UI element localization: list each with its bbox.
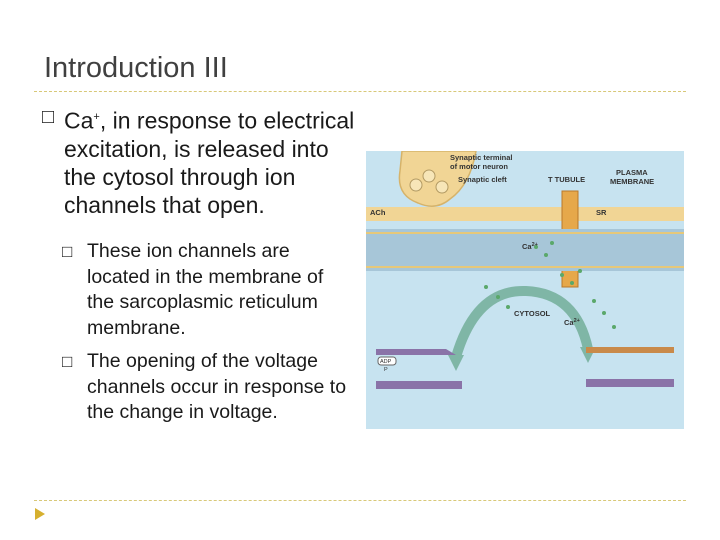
myosin-strand <box>376 349 456 355</box>
label-ca-bottom: Ca2+ <box>564 318 580 327</box>
top-divider <box>34 91 686 92</box>
bottom-divider <box>34 500 686 501</box>
sub-bullet: □ The opening of the voltage channels oc… <box>62 349 352 426</box>
calcium-arrow <box>451 285 593 359</box>
adp-badge <box>377 356 397 366</box>
main-bullet-rest: , in response to electrical excitation, … <box>64 107 355 218</box>
label-plasma: PLASMA <box>616 168 648 177</box>
sub-bullet-text: The opening of the voltage channels occu… <box>87 350 347 423</box>
next-slide-arrow-icon[interactable] <box>34 507 46 526</box>
plasma-membrane-band <box>366 207 684 221</box>
label-sr: SR <box>596 208 607 217</box>
label-ca-top: Ca2+ <box>522 242 538 251</box>
myosin-strand <box>376 381 462 389</box>
muscle-excitation-diagram: Synaptic terminal of motor neuron Synapt… <box>366 151 684 429</box>
slide-title: Introduction III <box>44 52 228 84</box>
label-membrane: MEMBRANE <box>610 177 654 186</box>
calcium-charge: + <box>93 111 100 123</box>
label-synaptic-terminal: Synaptic terminal <box>450 153 513 162</box>
label-ach: ACh <box>370 208 386 217</box>
calcium-symbol: Ca <box>64 107 94 134</box>
label-t-tubule: T TUBULE <box>548 175 585 184</box>
sub-bullet-marker: □ <box>62 242 73 261</box>
sarcoplasmic-reticulum <box>366 229 684 271</box>
main-bullet: □ Ca+, in response to electrical excitat… <box>42 103 362 219</box>
sub-bullet: □ These ion channels are located in the … <box>62 239 352 341</box>
myosin-strand <box>586 379 674 387</box>
sub-bullet-marker: □ <box>62 352 73 371</box>
main-bullet-text: Ca+, in response to electrical excitatio… <box>42 103 362 219</box>
bullet-marker: □ <box>42 106 55 128</box>
arrowhead <box>448 355 464 371</box>
actin-strand <box>586 347 674 353</box>
synaptic-terminal <box>398 151 477 207</box>
label-of-motor-neuron: of motor neuron <box>450 162 508 171</box>
calcium-ions <box>484 241 616 329</box>
label-pi: P <box>384 367 388 373</box>
label-adp: ADP <box>380 359 392 365</box>
label-cytosol: CYTOSOL <box>514 309 551 318</box>
vesicle <box>422 169 436 183</box>
label-synaptic-cleft: Synaptic cleft <box>458 175 507 184</box>
vesicle <box>409 178 423 192</box>
vesicle <box>435 180 449 194</box>
sub-bullet-text: These ion channels are located in the me… <box>87 240 324 339</box>
